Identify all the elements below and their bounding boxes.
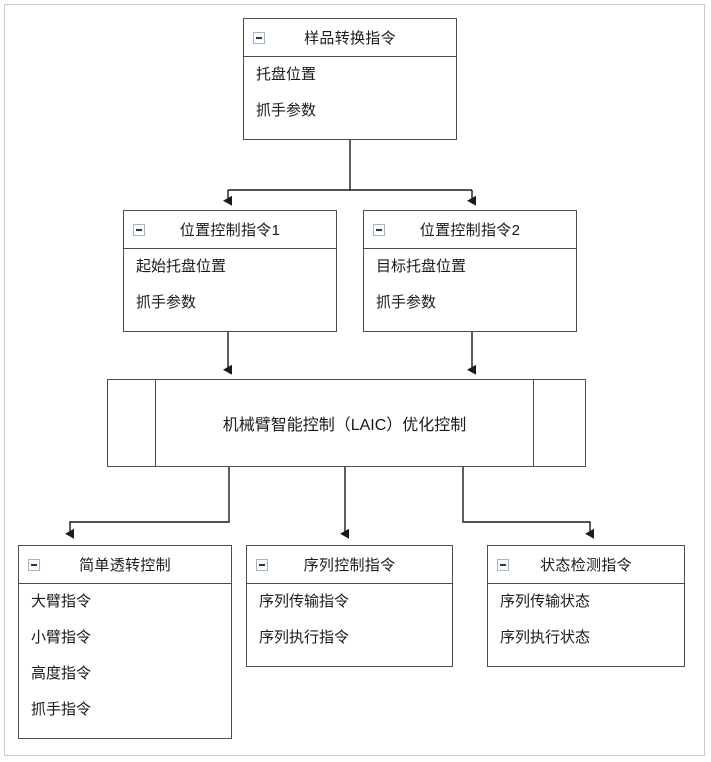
collapse-minus-icon[interactable] xyxy=(253,31,265,44)
node-laic-label: 机械臂智能控制（LAIC）优化控制 xyxy=(222,417,467,434)
node-root-attribute: 托盘位置 xyxy=(256,66,317,83)
collapse-minus-icon[interactable] xyxy=(497,558,509,571)
node-position-control-2-header: 位置控制指令2 xyxy=(364,211,576,249)
node-sequence-control[interactable]: 序列控制指令 序列传输指令 序列执行指令 xyxy=(246,545,453,667)
node-status-detection-attribute: 序列传输状态 xyxy=(500,593,591,610)
connector-laic-to-leaf1 xyxy=(65,466,230,539)
collapse-minus-icon[interactable] xyxy=(256,558,268,571)
laic-middle-cell: 机械臂智能控制（LAIC）优化控制 xyxy=(156,380,533,466)
node-status-detection-header: 状态检测指令 xyxy=(488,546,684,584)
node-root-attribute: 抓手参数 xyxy=(256,102,317,119)
node-position-control-2-attribute: 抓手参数 xyxy=(376,294,437,311)
node-sequence-control-header: 序列控制指令 xyxy=(247,546,452,584)
node-simple-rotation-control-attribute: 大臂指令 xyxy=(31,593,92,610)
node-position-control-1-attribute: 抓手参数 xyxy=(136,294,197,311)
node-root-title: 样品转换指令 xyxy=(304,30,396,47)
node-simple-rotation-control-attribute: 小臂指令 xyxy=(31,629,92,646)
node-sequence-control-title: 序列控制指令 xyxy=(303,557,396,574)
connector-root-to-level2 xyxy=(223,140,476,206)
node-root[interactable]: 样品转换指令 托盘位置 抓手参数 xyxy=(243,18,457,140)
node-position-control-2-body: 目标托盘位置 抓手参数 xyxy=(364,249,576,321)
collapse-minus-icon[interactable] xyxy=(133,223,145,236)
node-status-detection[interactable]: 状态检测指令 序列传输状态 序列执行状态 xyxy=(487,545,685,667)
node-sequence-control-attribute: 序列执行指令 xyxy=(259,629,350,646)
node-laic-optimized-control[interactable]: 机械臂智能控制（LAIC）优化控制 xyxy=(107,379,586,467)
node-root-body: 托盘位置 抓手参数 xyxy=(244,57,456,129)
node-status-detection-body: 序列传输状态 序列执行状态 xyxy=(488,584,684,656)
node-simple-rotation-control-header: 简单透转控制 xyxy=(19,546,231,584)
node-position-control-1-body: 起始托盘位置 抓手参数 xyxy=(124,249,336,321)
node-sequence-control-attribute: 序列传输指令 xyxy=(259,593,350,610)
node-position-control-1[interactable]: 位置控制指令1 起始托盘位置 抓手参数 xyxy=(123,210,337,332)
node-sequence-control-body: 序列传输指令 序列执行指令 xyxy=(247,584,452,656)
node-simple-rotation-control-body: 大臂指令 小臂指令 高度指令 抓手指令 xyxy=(19,584,231,728)
node-root-header: 样品转换指令 xyxy=(244,19,456,57)
collapse-minus-icon[interactable] xyxy=(373,223,385,236)
node-status-detection-attribute: 序列执行状态 xyxy=(500,629,591,646)
node-position-control-1-header: 位置控制指令1 xyxy=(124,211,336,249)
laic-right-cell xyxy=(533,380,585,466)
laic-left-cell xyxy=(108,380,156,466)
node-simple-rotation-control-attribute: 高度指令 xyxy=(31,665,92,682)
node-position-control-2[interactable]: 位置控制指令2 目标托盘位置 抓手参数 xyxy=(363,210,577,332)
node-simple-rotation-control-title: 简单透转控制 xyxy=(79,557,171,574)
node-simple-rotation-control-attribute: 抓手指令 xyxy=(31,701,92,718)
node-position-control-1-attribute: 起始托盘位置 xyxy=(136,258,227,275)
collapse-minus-icon[interactable] xyxy=(28,558,40,571)
node-simple-rotation-control[interactable]: 简单透转控制 大臂指令 小臂指令 高度指令 抓手指令 xyxy=(18,545,232,739)
node-position-control-1-title: 位置控制指令1 xyxy=(179,222,281,239)
connector-laic-to-leaf3 xyxy=(462,466,594,539)
node-status-detection-title: 状态检测指令 xyxy=(540,557,632,574)
node-position-control-2-title: 位置控制指令2 xyxy=(419,222,521,239)
node-position-control-2-attribute: 目标托盘位置 xyxy=(376,258,467,275)
